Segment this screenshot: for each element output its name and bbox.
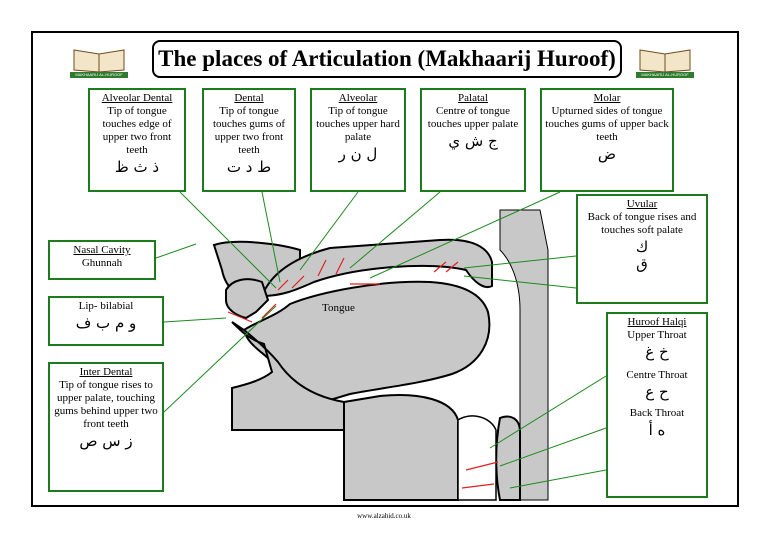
- quran-logo-right: MAKHAARIJ AL-HUROOF: [636, 44, 694, 78]
- arabic-letters: ل ن ر: [338, 145, 378, 163]
- box-heading: Uvular: [626, 198, 658, 210]
- box-dental: Dental Tip of tongue touches gums of upp…: [202, 88, 296, 192]
- upper-lip-shape: [225, 278, 270, 320]
- logo-label: MAKHAARIJ AL-HUROOF: [70, 72, 128, 78]
- box-text: Back of tongue rises and touches soft pa…: [587, 211, 697, 236]
- box-lip-bilabial: Lip- bilabial و م ب ف: [48, 296, 164, 346]
- box-palatal: Palatal Centre of tongue touches upper p…: [420, 88, 526, 192]
- tongue-label: Tongue: [322, 302, 355, 314]
- arabic-letters: و م ب ف: [75, 314, 137, 332]
- arabic-letter-qaf: ق: [636, 255, 648, 273]
- box-text: Tip of tongue touches gums of upper two …: [212, 105, 286, 156]
- box-text: Upturned sides of tongue touches gums of…: [545, 105, 669, 143]
- box-huroof-halqi: Huroof Halqi Upper Throat خ غ Centre Thr…: [606, 312, 708, 498]
- red-articulation-arrows: [227, 257, 499, 489]
- box-uvular: Uvular Back of tongue rises and touches …: [576, 194, 708, 304]
- box-heading: Nasal Cavity: [73, 244, 131, 256]
- arabic-letters: ذ ث ظ: [114, 158, 160, 176]
- box-molar: Molar Upturned sides of tongue touches g…: [540, 88, 674, 192]
- box-heading: Molar: [593, 92, 621, 104]
- box-text: Tip of tongue rises to upper palate, tou…: [54, 379, 158, 430]
- back-throat-label: Back Throat: [629, 407, 685, 419]
- footer-url: www.alzahid.co.uk: [357, 512, 411, 520]
- arabic-letters: ط د ت: [226, 158, 272, 176]
- upper-throat-label: Upper Throat: [627, 329, 687, 341]
- box-heading: Alveolar: [338, 92, 378, 104]
- arabic-letters: ض: [597, 145, 617, 163]
- box-heading: Alveolar Dental: [101, 92, 173, 104]
- box-inter-dental: Inter Dental Tip of tongue rises to uppe…: [48, 362, 164, 492]
- arabic-letters: ج ش ي: [448, 132, 498, 150]
- box-heading: Palatal: [458, 92, 488, 104]
- box-text: Tip of tongue touches edge of upper two …: [102, 105, 172, 156]
- quran-logo-left: MAKHAARIJ AL-HUROOF: [70, 44, 128, 78]
- box-text: Centre of tongue touches upper palate: [427, 105, 519, 130]
- box-nasal-cavity: Nasal Cavity Ghunnah: [48, 240, 156, 280]
- arabic-letter-kaf: ك: [635, 238, 649, 256]
- page-title: The places of Articulation (Makhaarij Hu…: [152, 40, 622, 78]
- logo-label: MAKHAARIJ AL-HUROOF: [636, 72, 694, 78]
- centre-throat-label: Centre Throat: [626, 369, 688, 381]
- back-throat-letters: ه أ: [648, 421, 666, 439]
- box-alveolar-dental: Alveolar Dental Tip of tongue touches ed…: [88, 88, 186, 192]
- upper-palate-shape: [260, 238, 493, 298]
- box-heading: Huroof Halqi: [627, 316, 687, 328]
- centre-throat-letters: ح ع: [645, 383, 669, 401]
- neck-shape: [343, 394, 459, 501]
- airway: [457, 415, 497, 501]
- arabic-letters: ز س ص: [79, 432, 133, 450]
- back-of-head-shape: [499, 209, 549, 501]
- box-heading: Lip- bilabial: [78, 300, 134, 312]
- box-text: Ghunnah: [81, 257, 123, 269]
- upper-throat-letters: خ غ: [645, 343, 669, 361]
- box-text: Tip of tongue touches upper hard palate: [316, 105, 400, 143]
- box-alveolar: Alveolar Tip of tongue touches upper har…: [310, 88, 406, 192]
- box-heading: Dental: [234, 92, 264, 104]
- box-heading: Inter Dental: [79, 366, 133, 378]
- throat-shape: [495, 415, 521, 501]
- green-pointer-lines: [155, 191, 607, 489]
